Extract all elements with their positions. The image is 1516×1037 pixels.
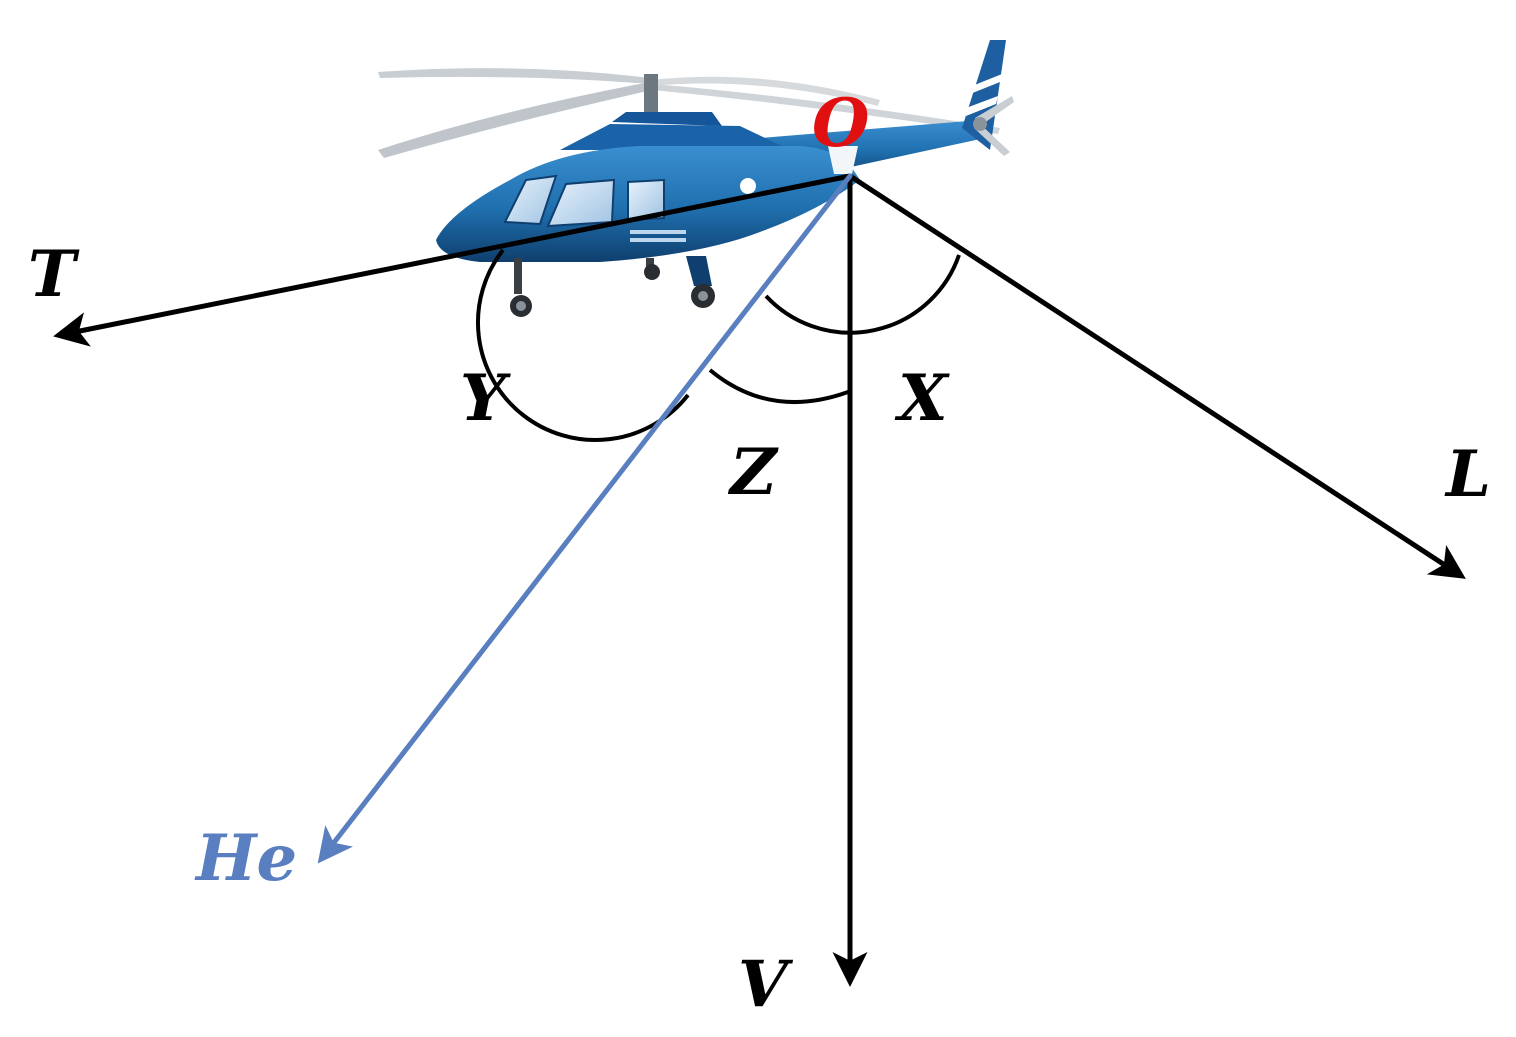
axis-label-l: L bbox=[1444, 437, 1491, 512]
angle-arc-z bbox=[708, 368, 849, 404]
axis-label-he: He bbox=[194, 821, 297, 896]
angle-label-x: X bbox=[894, 361, 950, 436]
axis-label-v: V bbox=[738, 947, 794, 1022]
labels: O T L V He X Y Z bbox=[28, 84, 1491, 1022]
angle-label-z: Z bbox=[727, 435, 779, 510]
axis-t bbox=[53, 173, 853, 347]
origin-label: O bbox=[812, 84, 870, 162]
tail-rotor bbox=[973, 96, 1014, 156]
angle-label-y: Y bbox=[460, 361, 511, 436]
axis-label-t: T bbox=[28, 237, 80, 312]
axis-he bbox=[317, 173, 853, 864]
angle-arc-x bbox=[764, 254, 961, 335]
axis-l bbox=[847, 173, 1466, 579]
axes bbox=[53, 173, 1466, 987]
angle-arc-y bbox=[476, 248, 690, 443]
helicopter-illustration bbox=[378, 40, 1014, 317]
angle-arcs bbox=[476, 248, 961, 443]
main-rotor bbox=[378, 68, 1000, 158]
